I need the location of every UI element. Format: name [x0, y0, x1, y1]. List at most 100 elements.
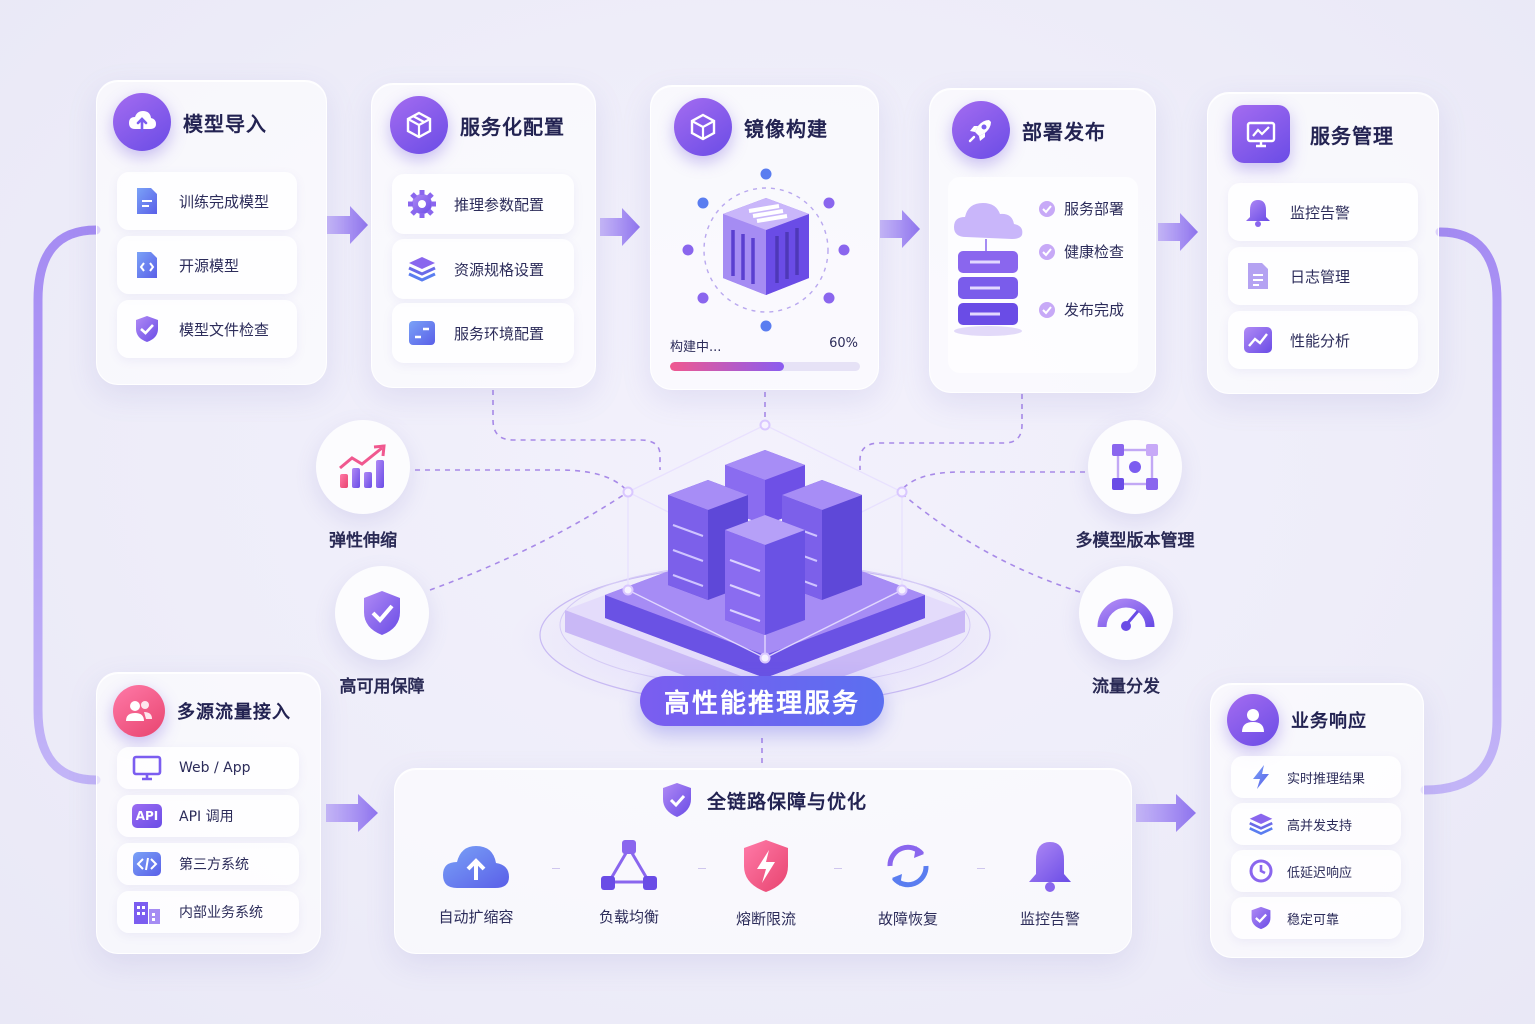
check-circle-icon: [1039, 301, 1055, 318]
optimization-item: 负载均衡: [569, 838, 689, 927]
traffic-source-item[interactable]: 第三方系统: [117, 843, 299, 885]
server-rack-group: [668, 450, 862, 635]
step-item[interactable]: 推理参数配置: [392, 174, 574, 234]
step-item[interactable]: 监控告警: [1228, 183, 1418, 241]
container-build-graphic: [682, 168, 850, 332]
step-item[interactable]: 资源规格设置: [392, 239, 574, 299]
business-response-card: 业务响应 实时推理结果 高并发支持 低延迟响应 稳定可靠: [1210, 683, 1424, 958]
traffic-source-item[interactable]: Web / App: [117, 747, 299, 789]
user-icon: [1227, 694, 1279, 746]
step-item-label: 资源规格设置: [454, 260, 545, 279]
layers-icon: [406, 253, 438, 285]
feature-label: 高可用保障: [339, 677, 425, 697]
step-image-build-header: 镜像构建: [674, 98, 828, 156]
code-file-icon: [131, 249, 163, 281]
step-title: 模型导入: [183, 111, 267, 136]
platform-node: [622, 419, 908, 664]
step-title: 部署发布: [1022, 119, 1106, 144]
feature-elastic-scaling: 弹性伸缩: [303, 420, 423, 551]
traffic-source-label: API 调用: [179, 809, 234, 825]
feature-label: 流量分发: [1092, 677, 1160, 697]
step-deploy: 部署发布 服务部署 健康检查 发布完成: [929, 88, 1156, 393]
step-item[interactable]: 模型文件检查: [117, 300, 297, 358]
step-item[interactable]: 服务环境配置: [392, 303, 574, 363]
step-item[interactable]: 性能分析: [1228, 311, 1418, 369]
step-model-import: 模型导入 训练完成模型 开源模型 模型文件检查: [96, 80, 327, 385]
deploy-check-item: 健康检查: [1038, 241, 1124, 262]
response-item[interactable]: 稳定可靠: [1231, 897, 1401, 939]
bell-icon: [1242, 196, 1274, 228]
step-item[interactable]: 日志管理: [1228, 247, 1418, 305]
step-item-label: 性能分析: [1290, 331, 1351, 350]
response-item-label: 实时推理结果: [1287, 771, 1366, 787]
optimization-item: 监控告警: [990, 838, 1110, 929]
check-circle-icon: [1039, 200, 1055, 217]
optimization-item: 熔断限流: [706, 838, 826, 929]
feature-label: 多模型版本管理: [1075, 531, 1195, 551]
deploy-check-label: 发布完成: [1064, 301, 1125, 319]
divider-dot: [552, 868, 560, 869]
step-service-management-header: 服务管理: [1232, 105, 1394, 163]
lightning-shield-icon: [744, 840, 788, 892]
business-response-header: 业务响应: [1227, 694, 1367, 746]
deploy-check-label: 健康检查: [1064, 243, 1125, 261]
traffic-sources-header: 多源流量接入: [113, 685, 291, 737]
step-item[interactable]: 开源模型: [117, 236, 297, 294]
monitor-icon: [131, 752, 163, 784]
api-badge: API: [132, 804, 162, 828]
step-service-config: 服务化配置 推理参数配置 资源规格设置 服务环境配置: [371, 83, 596, 388]
bar-chart-up-icon: [316, 420, 410, 514]
config-file-icon: [406, 317, 438, 349]
feature-high-availability: 高可用保障: [322, 566, 442, 697]
traffic-source-item[interactable]: 内部业务系统: [117, 891, 299, 933]
network-icon: [601, 840, 657, 890]
log-file-icon: [1242, 260, 1274, 292]
response-item-label: 高并发支持: [1287, 818, 1353, 834]
build-progress-label: 构建中...: [670, 340, 722, 355]
optimization-item-label: 熔断限流: [735, 910, 796, 928]
step-service-management: 服务管理 监控告警 日志管理 性能分析: [1207, 92, 1439, 394]
gauge-icon: [1079, 566, 1173, 660]
shield-check-icon: [335, 566, 429, 660]
rocket-icon: [952, 101, 1010, 159]
optimization-header: 全链路保障与优化: [395, 781, 1131, 819]
container-cube-icon: [723, 198, 809, 295]
inference-platform-graphic: [510, 419, 1020, 710]
step-model-import-header: 模型导入: [113, 93, 267, 151]
refresh-icon: [887, 844, 929, 888]
optimization-item-label: 故障恢复: [877, 910, 938, 928]
left-loop-connector: [33, 225, 101, 785]
document-icon: [131, 185, 163, 217]
traffic-sources-title: 多源流量接入: [177, 702, 291, 723]
step-item[interactable]: 训练完成模型: [117, 172, 297, 230]
server-cloud-icon: [954, 203, 1023, 336]
deploy-check-label: 服务部署: [1064, 200, 1125, 218]
step-image-build: 镜像构建 构建中... 60%: [650, 85, 879, 390]
optimization-item-label: 监控告警: [1019, 910, 1080, 928]
step-title: 镜像构建: [744, 116, 828, 141]
step-title: 服务管理: [1310, 123, 1394, 148]
build-progress-fill: [670, 362, 784, 371]
lightning-icon: [1245, 761, 1277, 793]
divider-dot: [977, 868, 985, 869]
step-item-label: 模型文件检查: [179, 320, 270, 339]
response-item-label: 稳定可靠: [1287, 912, 1340, 928]
building-icon: [131, 896, 163, 928]
cloud-upload-icon: [113, 93, 171, 151]
response-item[interactable]: 实时推理结果: [1231, 756, 1401, 798]
build-progress-percent: 60%: [829, 336, 858, 351]
node-graph-icon: [1088, 420, 1182, 514]
response-item[interactable]: 低延迟响应: [1231, 850, 1401, 892]
code-icon: [131, 848, 163, 880]
feature-traffic-distribution: 流量分发: [1066, 566, 1186, 697]
response-item[interactable]: 高并发支持: [1231, 803, 1401, 845]
step-item-label: 推理参数配置: [454, 195, 545, 214]
right-loop-connector: [1420, 227, 1502, 795]
build-progress-bar: [670, 362, 860, 371]
step-item-label: 训练完成模型: [179, 192, 270, 211]
step-item-label: 监控告警: [1290, 203, 1351, 222]
feature-multi-version: 多模型版本管理: [1060, 420, 1210, 551]
traffic-source-item[interactable]: API API 调用: [117, 795, 299, 837]
cloud-upload-icon: [443, 846, 509, 888]
